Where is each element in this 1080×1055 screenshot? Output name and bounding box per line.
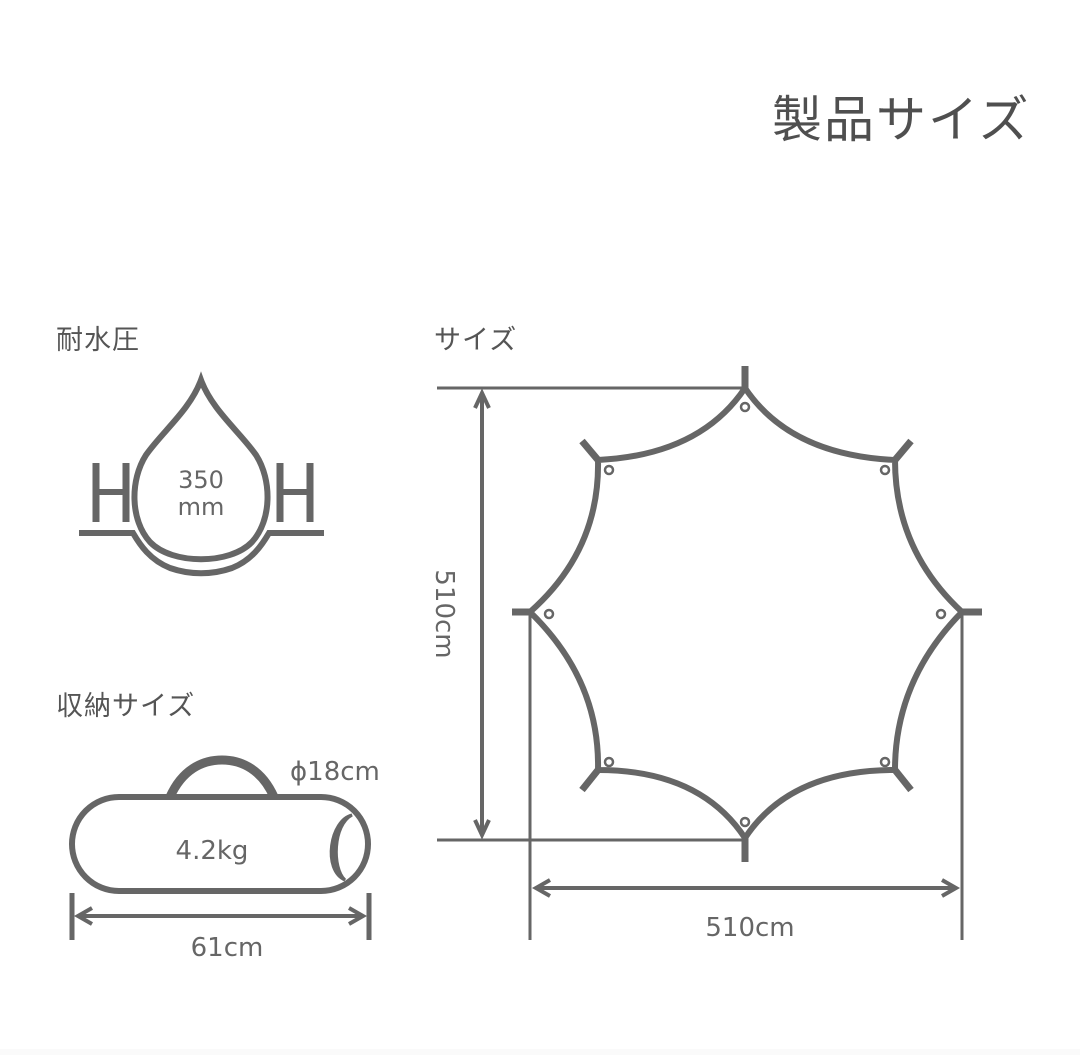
water-resistance-unit: mm: [178, 493, 225, 521]
tarp-width: 510cm: [705, 913, 794, 943]
page-title: 製品サイズ: [772, 91, 1031, 149]
water-drop-icon: [79, 371, 324, 577]
storage-diameter: ϕ18cm: [290, 757, 380, 787]
storage-weight: 4.2kg: [176, 836, 249, 866]
carry-bag-icon: [69, 755, 372, 940]
octagon-tarp-icon: [437, 366, 982, 940]
storage-size-label: 収納サイズ: [56, 691, 196, 722]
bottom-divider: [0, 1049, 1080, 1055]
tarp-height: 510cm: [429, 569, 459, 658]
storage-length: 61cm: [191, 933, 264, 963]
water-resistance-value: 350: [178, 466, 224, 494]
size-label: サイズ: [434, 325, 518, 356]
water-resistance-label: 耐水圧: [56, 325, 140, 356]
